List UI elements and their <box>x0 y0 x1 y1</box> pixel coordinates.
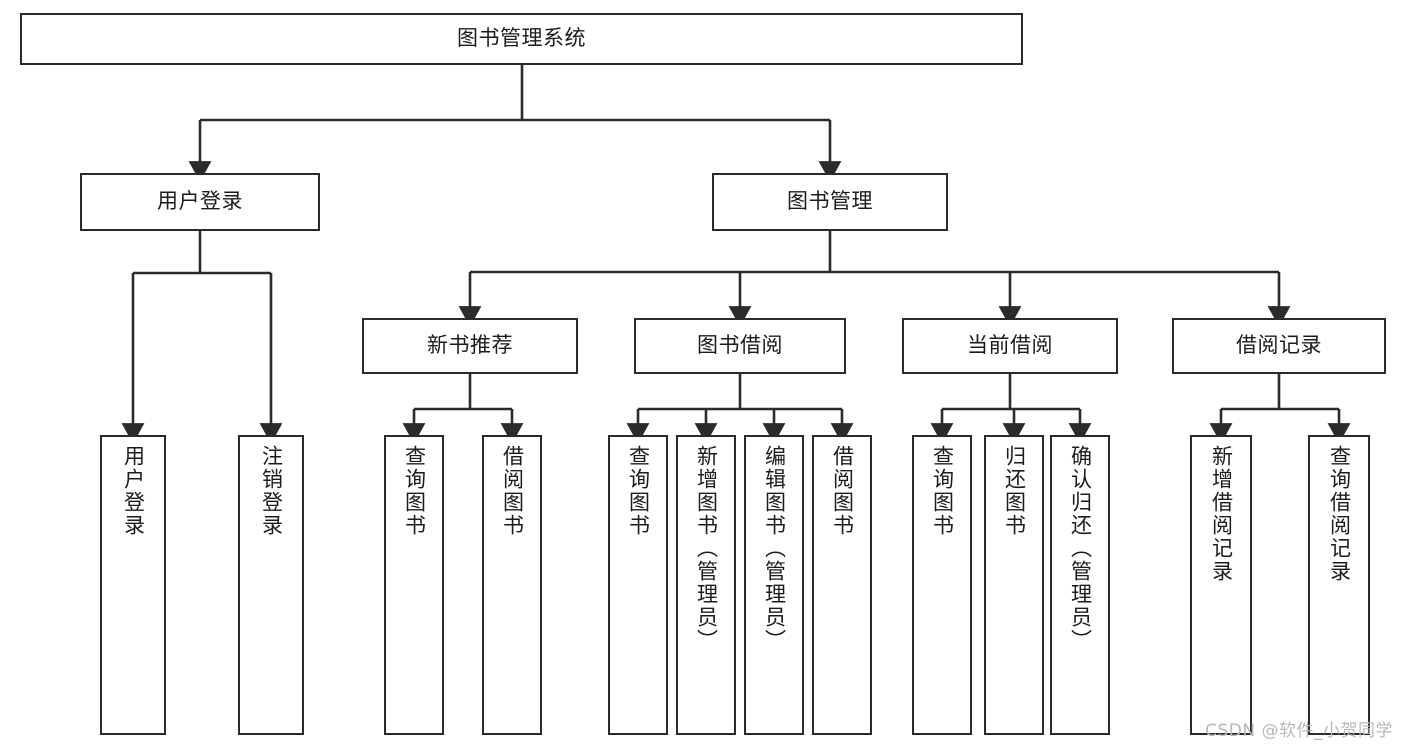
node-label: 查询图书 <box>402 445 427 537</box>
node-leaf-3[interactable]: 查询图书 <box>384 435 444 735</box>
node-label: 查询借阅记录 <box>1327 445 1352 583</box>
node-bookmgmt[interactable]: 图书管理 <box>712 173 948 231</box>
node-login[interactable]: 用户登录 <box>80 173 320 231</box>
node-label: 借阅图书 <box>830 445 855 537</box>
node-label: 查询图书 <box>930 445 955 537</box>
node-label: 归还图书 <box>1002 445 1027 537</box>
edge-group <box>121 65 1351 444</box>
node-leaf-4[interactable]: 借阅图书 <box>482 435 542 735</box>
node-leaf-11[interactable]: 确认归还（管理员） <box>1050 435 1110 735</box>
node-leaf-1[interactable]: 用户登录 <box>100 435 166 735</box>
node-leaf-12[interactable]: 新增借阅记录 <box>1190 435 1252 735</box>
node-borrow[interactable]: 图书借阅 <box>634 318 846 374</box>
node-leaf-5[interactable]: 查询图书 <box>608 435 668 735</box>
node-label: 新增借阅记录 <box>1209 445 1234 583</box>
node-label: 新增图书（管理员） <box>694 445 719 652</box>
node-leaf-6[interactable]: 新增图书（管理员） <box>676 435 736 735</box>
node-leaf-10[interactable]: 归还图书 <box>984 435 1044 735</box>
node-label: 确认归还（管理员） <box>1068 445 1093 652</box>
node-root[interactable]: 图书管理系统 <box>20 13 1023 65</box>
node-label: 编辑图书（管理员） <box>762 445 787 652</box>
node-label: 注销登录 <box>259 445 284 537</box>
node-label: 图书管理 <box>787 189 873 214</box>
node-leaf-13[interactable]: 查询借阅记录 <box>1308 435 1370 735</box>
node-leaf-7[interactable]: 编辑图书（管理员） <box>744 435 804 735</box>
node-label: 用户登录 <box>157 189 243 214</box>
node-label: 新书推荐 <box>427 333 513 358</box>
node-label: 用户登录 <box>121 445 146 537</box>
node-records[interactable]: 借阅记录 <box>1172 318 1386 374</box>
node-leaf-2[interactable]: 注销登录 <box>238 435 304 735</box>
node-newbook[interactable]: 新书推荐 <box>362 318 578 374</box>
node-label: 借阅图书 <box>500 445 525 537</box>
node-label: 当前借阅 <box>967 333 1053 358</box>
node-label: 查询图书 <box>626 445 651 537</box>
node-label: 图书借阅 <box>697 333 783 358</box>
node-leaf-9[interactable]: 查询图书 <box>912 435 972 735</box>
node-label: 借阅记录 <box>1236 333 1322 358</box>
node-label: 图书管理系统 <box>457 26 586 51</box>
node-current[interactable]: 当前借阅 <box>902 318 1118 374</box>
node-leaf-8[interactable]: 借阅图书 <box>812 435 872 735</box>
